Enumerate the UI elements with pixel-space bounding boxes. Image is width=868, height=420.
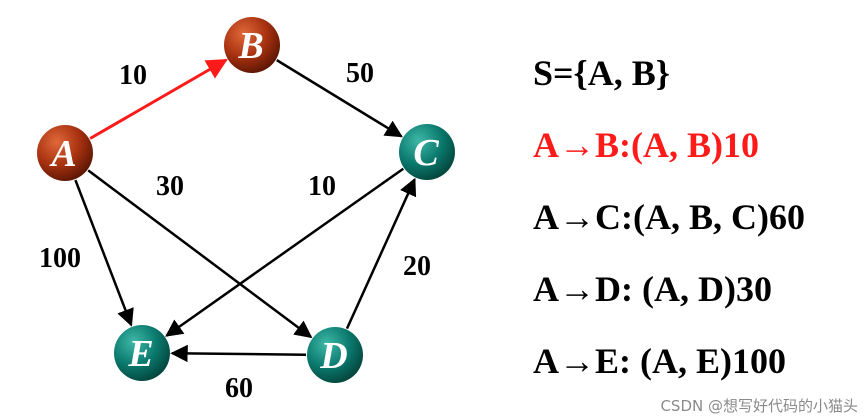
edge-weight-a-d: 30	[156, 171, 184, 202]
path-line-a-e: A→E: (A, E)100	[533, 341, 786, 381]
node-b: B	[224, 17, 280, 73]
node-circle	[399, 124, 455, 180]
edge-weight-c-e: 10	[308, 171, 336, 202]
node-circle	[307, 327, 363, 383]
edge-a-e	[74, 179, 134, 327]
edge-weight-b-c: 50	[346, 58, 374, 89]
edge-b-c	[276, 59, 403, 138]
edge-d-c	[345, 177, 417, 330]
node-label: D	[319, 335, 347, 377]
path-line-a-c: A→C:(A, B, C)60	[533, 197, 805, 237]
edge-d-e	[170, 344, 307, 363]
path-line-a-d: A→D: (A, D)30	[533, 269, 772, 309]
edge-weight-d-c: 20	[403, 251, 431, 282]
edge-a-d	[87, 169, 313, 339]
node-circle	[224, 17, 280, 73]
path-line-a-b: A→B:(A, B)10	[533, 125, 759, 165]
node-d: D	[307, 327, 363, 383]
node-c: C	[399, 124, 455, 180]
edge-a-b	[89, 58, 228, 140]
node-label: A	[49, 133, 76, 175]
edge-weight-a-b: 10	[119, 60, 147, 91]
node-label: B	[237, 25, 263, 67]
edge-c-e	[165, 167, 405, 337]
node-label: E	[127, 333, 153, 375]
watermark: CSDN @想写好代码的小猫头	[660, 397, 858, 415]
edge-weight-d-e: 60	[225, 373, 253, 404]
node-a: A	[37, 125, 93, 181]
node-circle	[37, 125, 93, 181]
edge-weight-a-e: 100	[39, 243, 81, 274]
node-circle	[114, 325, 170, 381]
node-e: E	[114, 325, 170, 381]
path-line-set: S={A, B}	[533, 53, 670, 93]
node-label: C	[413, 132, 439, 174]
